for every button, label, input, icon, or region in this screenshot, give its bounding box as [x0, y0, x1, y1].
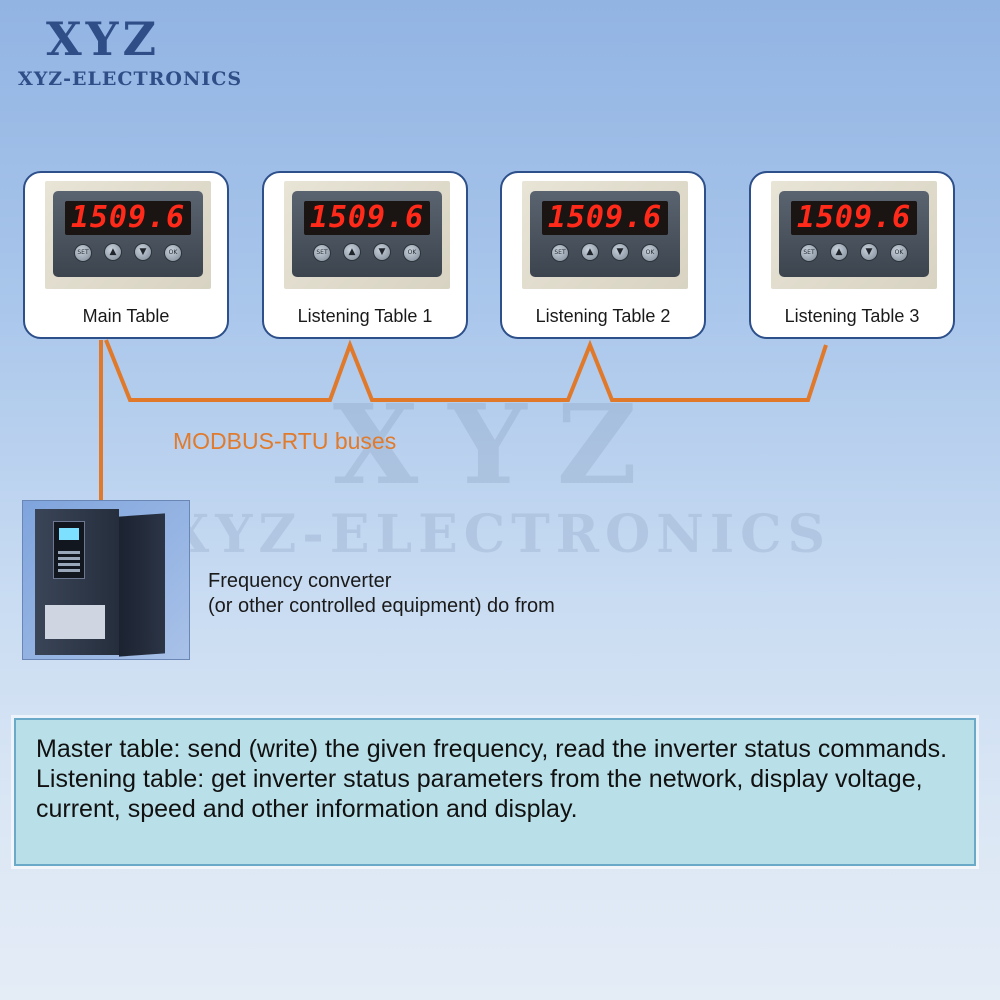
inverter-side: [119, 513, 165, 657]
meter-ok-button: OK: [890, 244, 908, 262]
meter-ok-button: OK: [403, 244, 421, 262]
meter-ok-button: OK: [641, 244, 659, 262]
meter-set-button: SET: [74, 244, 92, 262]
meter-ok-button: OK: [164, 244, 182, 262]
panel-meter: 1509.6 SET ▲ ▼ OK: [292, 191, 442, 277]
frequency-converter-image: [22, 500, 190, 660]
device-label-line-2: (or other controlled equipment) do from: [208, 595, 555, 617]
meter-set-button: SET: [551, 244, 569, 262]
meter-card-listening-3[interactable]: 1509.6 SET ▲ ▼ OK Listening Table 3: [749, 171, 955, 339]
device-label-line-1: Frequency converter: [208, 570, 392, 592]
meter-photo: 1509.6 SET ▲ ▼ OK: [45, 181, 211, 289]
meter-card-listening-2[interactable]: 1509.6 SET ▲ ▼ OK Listening Table 2: [500, 171, 706, 339]
brand-logo: XYZ XYZ-ELECTRONICS: [18, 14, 288, 90]
brand-logo-mark: XYZ: [45, 12, 161, 66]
device-label: Frequency converter (or other controlled…: [208, 569, 555, 619]
meter-down-button: ▼: [860, 243, 878, 261]
description-box: Master table: send (write) the given fre…: [14, 718, 976, 866]
meter-card-listening-1[interactable]: 1509.6 SET ▲ ▼ OK Listening Table 1: [262, 171, 468, 339]
meter-down-button: ▼: [373, 243, 391, 261]
brand-name: XYZ-ELECTRONICS: [18, 68, 243, 90]
panel-meter: 1509.6 SET ▲ ▼ OK: [53, 191, 203, 277]
meter-set-button: SET: [313, 244, 331, 262]
bus-wire: [99, 339, 828, 500]
meter-up-button: ▲: [581, 243, 599, 261]
meter-up-button: ▲: [343, 243, 361, 261]
master-description: Master table: send (write) the given fre…: [36, 735, 948, 763]
meter-down-button: ▼: [611, 243, 629, 261]
inverter-nameplate: [45, 605, 105, 639]
meter-up-button: ▲: [830, 243, 848, 261]
inverter-keypad: [53, 521, 85, 579]
meter-set-button: SET: [800, 244, 818, 262]
meter-up-button: ▲: [104, 243, 122, 261]
meter-label: Listening Table 3: [784, 306, 920, 326]
meter-display: 1509.6: [542, 201, 668, 235]
inverter-keys: [58, 548, 80, 572]
meter-label: Main Table: [82, 306, 170, 326]
inverter-screen: [59, 528, 79, 540]
meter-label: Listening Table 2: [535, 306, 671, 326]
meter-display: 1509.6: [65, 201, 191, 235]
meter-display: 1509.6: [791, 201, 917, 235]
inverter-front: [35, 509, 119, 655]
meter-card-main[interactable]: 1509.6 SET ▲ ▼ OK Main Table: [23, 171, 229, 339]
meter-photo: 1509.6 SET ▲ ▼ OK: [284, 181, 450, 289]
panel-meter: 1509.6 SET ▲ ▼ OK: [779, 191, 929, 277]
bus-label: MODBUS-RTU buses: [173, 428, 397, 454]
meter-display: 1509.6: [304, 201, 430, 235]
meter-photo: 1509.6 SET ▲ ▼ OK: [522, 181, 688, 289]
meter-photo: 1509.6 SET ▲ ▼ OK: [771, 181, 937, 289]
meter-down-button: ▼: [134, 243, 152, 261]
panel-meter: 1509.6 SET ▲ ▼ OK: [530, 191, 680, 277]
listening-description: Listening table: get inverter status par…: [36, 765, 923, 823]
meter-label: Listening Table 1: [297, 306, 433, 326]
